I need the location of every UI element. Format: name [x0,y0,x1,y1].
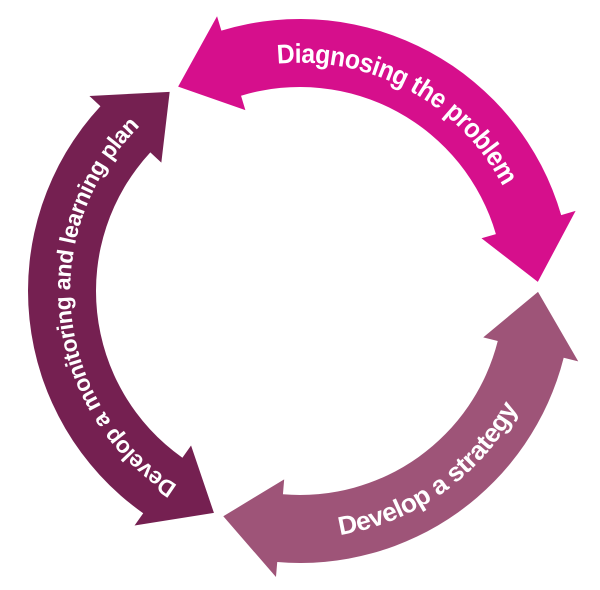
arrow-develop-a-monitoring-and-learning-plan [28,91,214,526]
arrow-diagnosing-the-problem [178,16,576,282]
arrow-develop-a-strategy [223,291,579,577]
